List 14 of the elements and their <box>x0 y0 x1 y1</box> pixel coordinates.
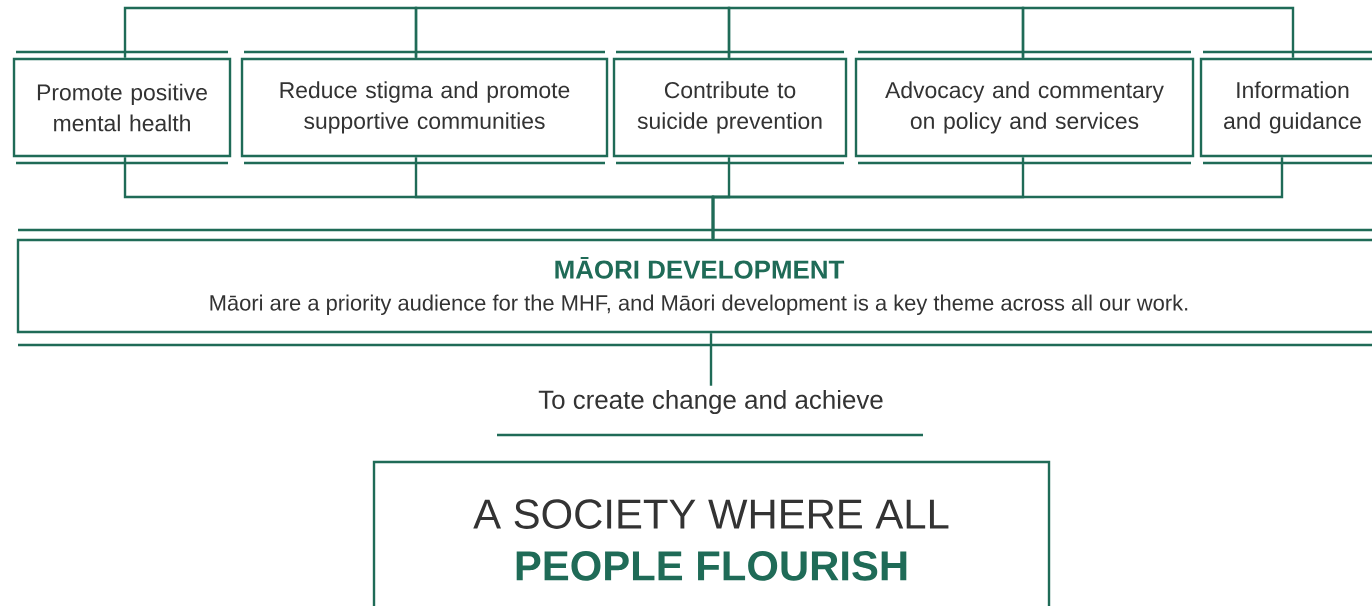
text-box: Contribute to suicide prevention <box>612 50 848 165</box>
goal-box: A SOCIETY WHERE ALL PEOPLE FLOURISH <box>372 460 1051 606</box>
connector-line <box>1021 6 1295 58</box>
connector-line <box>727 6 1025 58</box>
banner-box: MĀORI DEVELOPMENT Māori are a priority audience for the MHF, and Māori development is a key theme across all our work. <box>16 228 1372 347</box>
text-box: Promote positive mental health <box>12 50 232 165</box>
connector-line <box>709 333 713 386</box>
text-box: Information and guidance <box>1199 50 1372 165</box>
connector-line <box>414 6 731 58</box>
caption-text: To create change and achieve <box>497 389 923 437</box>
connector-line <box>123 6 418 58</box>
text-box: Advocacy and commentary on policy and services <box>854 50 1195 165</box>
connector-line <box>711 157 1284 239</box>
text-box: Reduce stigma and promote supportive communities <box>240 50 609 165</box>
